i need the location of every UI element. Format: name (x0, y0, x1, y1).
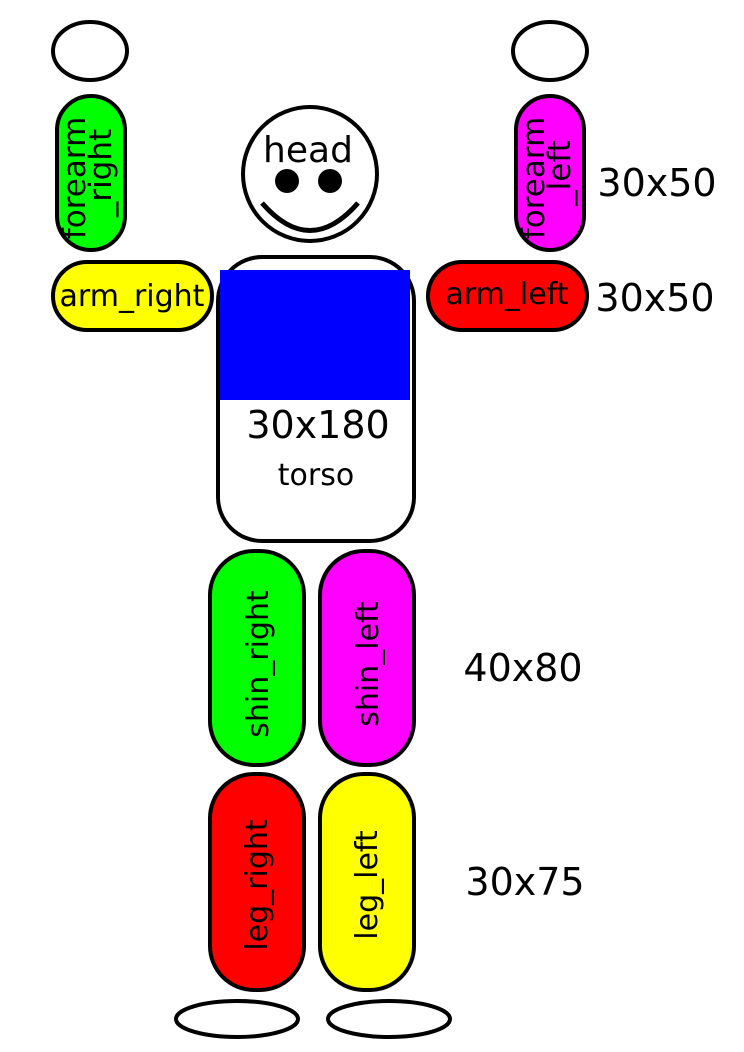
forearm-dimension-label: 30x50 (597, 161, 716, 205)
torso-blue-panel (220, 270, 410, 400)
forearm-right (55, 94, 127, 252)
eye-left (318, 169, 342, 193)
shin-left (318, 549, 416, 767)
leg-dimension-label: 30x75 (465, 860, 584, 904)
foot-left (326, 999, 452, 1039)
leg-right (208, 772, 306, 992)
shin-left-label: shin_left (351, 601, 386, 727)
eye-right (275, 169, 299, 193)
hand-right (51, 20, 129, 82)
shin-dimension-label: 40x80 (463, 646, 582, 690)
torso-label: torso (278, 458, 354, 493)
arm-left (426, 260, 589, 332)
arm-left-label: arm_left (445, 277, 568, 312)
leg-left (318, 772, 416, 992)
leg-right-label: leg_right (240, 819, 275, 951)
svg-text:forearm _right: forearm _right (57, 107, 119, 239)
forearm-left (514, 94, 586, 252)
arm-dimension-label: 30x50 (595, 276, 714, 320)
leg-left-label: leg_left (350, 830, 385, 940)
svg-text:forearm _left: forearm _left (516, 107, 578, 239)
forearm-left-label-line1: forearm (516, 117, 552, 239)
shin-right-label: shin_right (241, 590, 276, 738)
forearm-right-label-line1: forearm (57, 117, 93, 239)
torso-size-label: 30x180 (246, 403, 389, 447)
head-label: head (263, 130, 353, 171)
head-circle (241, 105, 379, 243)
hand-left (511, 20, 589, 82)
foot-right (174, 999, 300, 1039)
forearm-left-label-line2: _left (542, 140, 578, 207)
forearm-right-label-line2: _right (83, 129, 119, 218)
arm-right-label: arm_right (60, 279, 205, 314)
arm-right (51, 260, 214, 332)
smile (260, 201, 360, 233)
shin-right (208, 549, 306, 767)
